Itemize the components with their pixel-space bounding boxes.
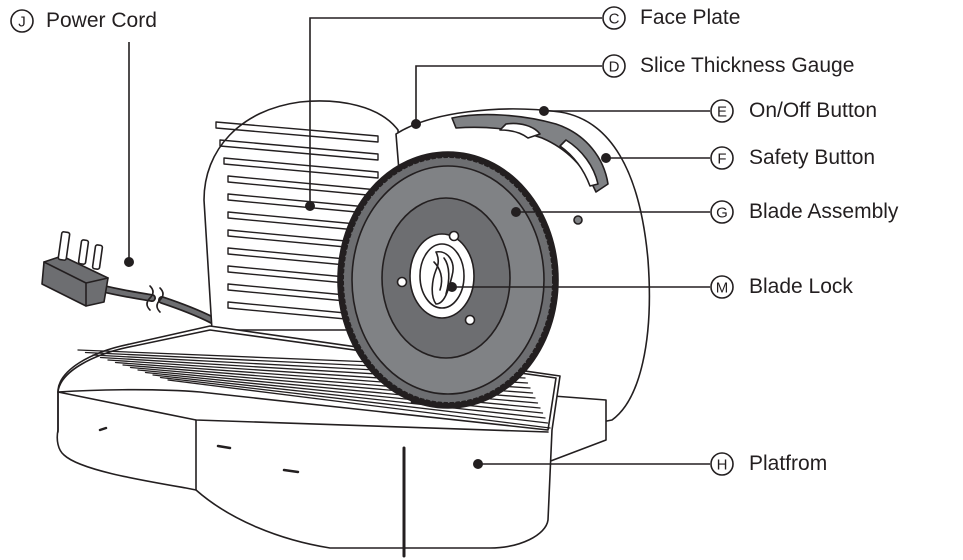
marker-d: D [602, 54, 626, 78]
callout-markers: J C D E F G M H [10, 6, 734, 476]
svg-text:M: M [716, 280, 729, 297]
svg-text:C: C [609, 11, 620, 28]
label-blade-lock: Blade Lock [749, 275, 853, 298]
svg-text:J: J [18, 14, 26, 31]
leader-face-plate [309, 17, 602, 204]
blade-lock [431, 251, 454, 305]
label-on-off-button: On/Off Button [749, 99, 878, 122]
marker-m: M [710, 275, 734, 299]
label-power-cord: Power Cord [46, 9, 157, 32]
svg-text:D: D [609, 59, 620, 76]
face-plate-slot [215, 121, 379, 143]
plug [41, 231, 109, 307]
label-slice-thickness-gauge: Slice Thickness Gauge [640, 54, 855, 77]
platform-rib [144, 371, 544, 414]
marker-c: C [602, 6, 626, 30]
svg-text:H: H [717, 457, 728, 474]
leaders [128, 17, 710, 465]
platform-rib [159, 376, 549, 424]
marker-j: J [10, 9, 34, 33]
leader-dots [124, 106, 611, 469]
platform-rib [167, 379, 551, 429]
face-plate-slot [219, 139, 379, 161]
marker-g: G [710, 200, 734, 224]
platform-rib [152, 374, 546, 419]
svg-text:E: E [717, 104, 727, 121]
svg-text:F: F [717, 151, 726, 168]
leader-slice-thickness-gauge [415, 65, 602, 122]
label-blade-assembly: Blade Assembly [749, 200, 899, 223]
marker-h: H [710, 452, 734, 476]
label-safety-button: Safety Button [749, 146, 876, 169]
power-cord [96, 284, 216, 324]
label-face-plate: Face Plate [640, 6, 741, 29]
marker-f: F [710, 146, 734, 170]
face-plate-slot [223, 157, 379, 179]
svg-text:G: G [716, 205, 728, 222]
label-platform: Platfrom [749, 452, 828, 475]
marker-e: E [710, 99, 734, 123]
